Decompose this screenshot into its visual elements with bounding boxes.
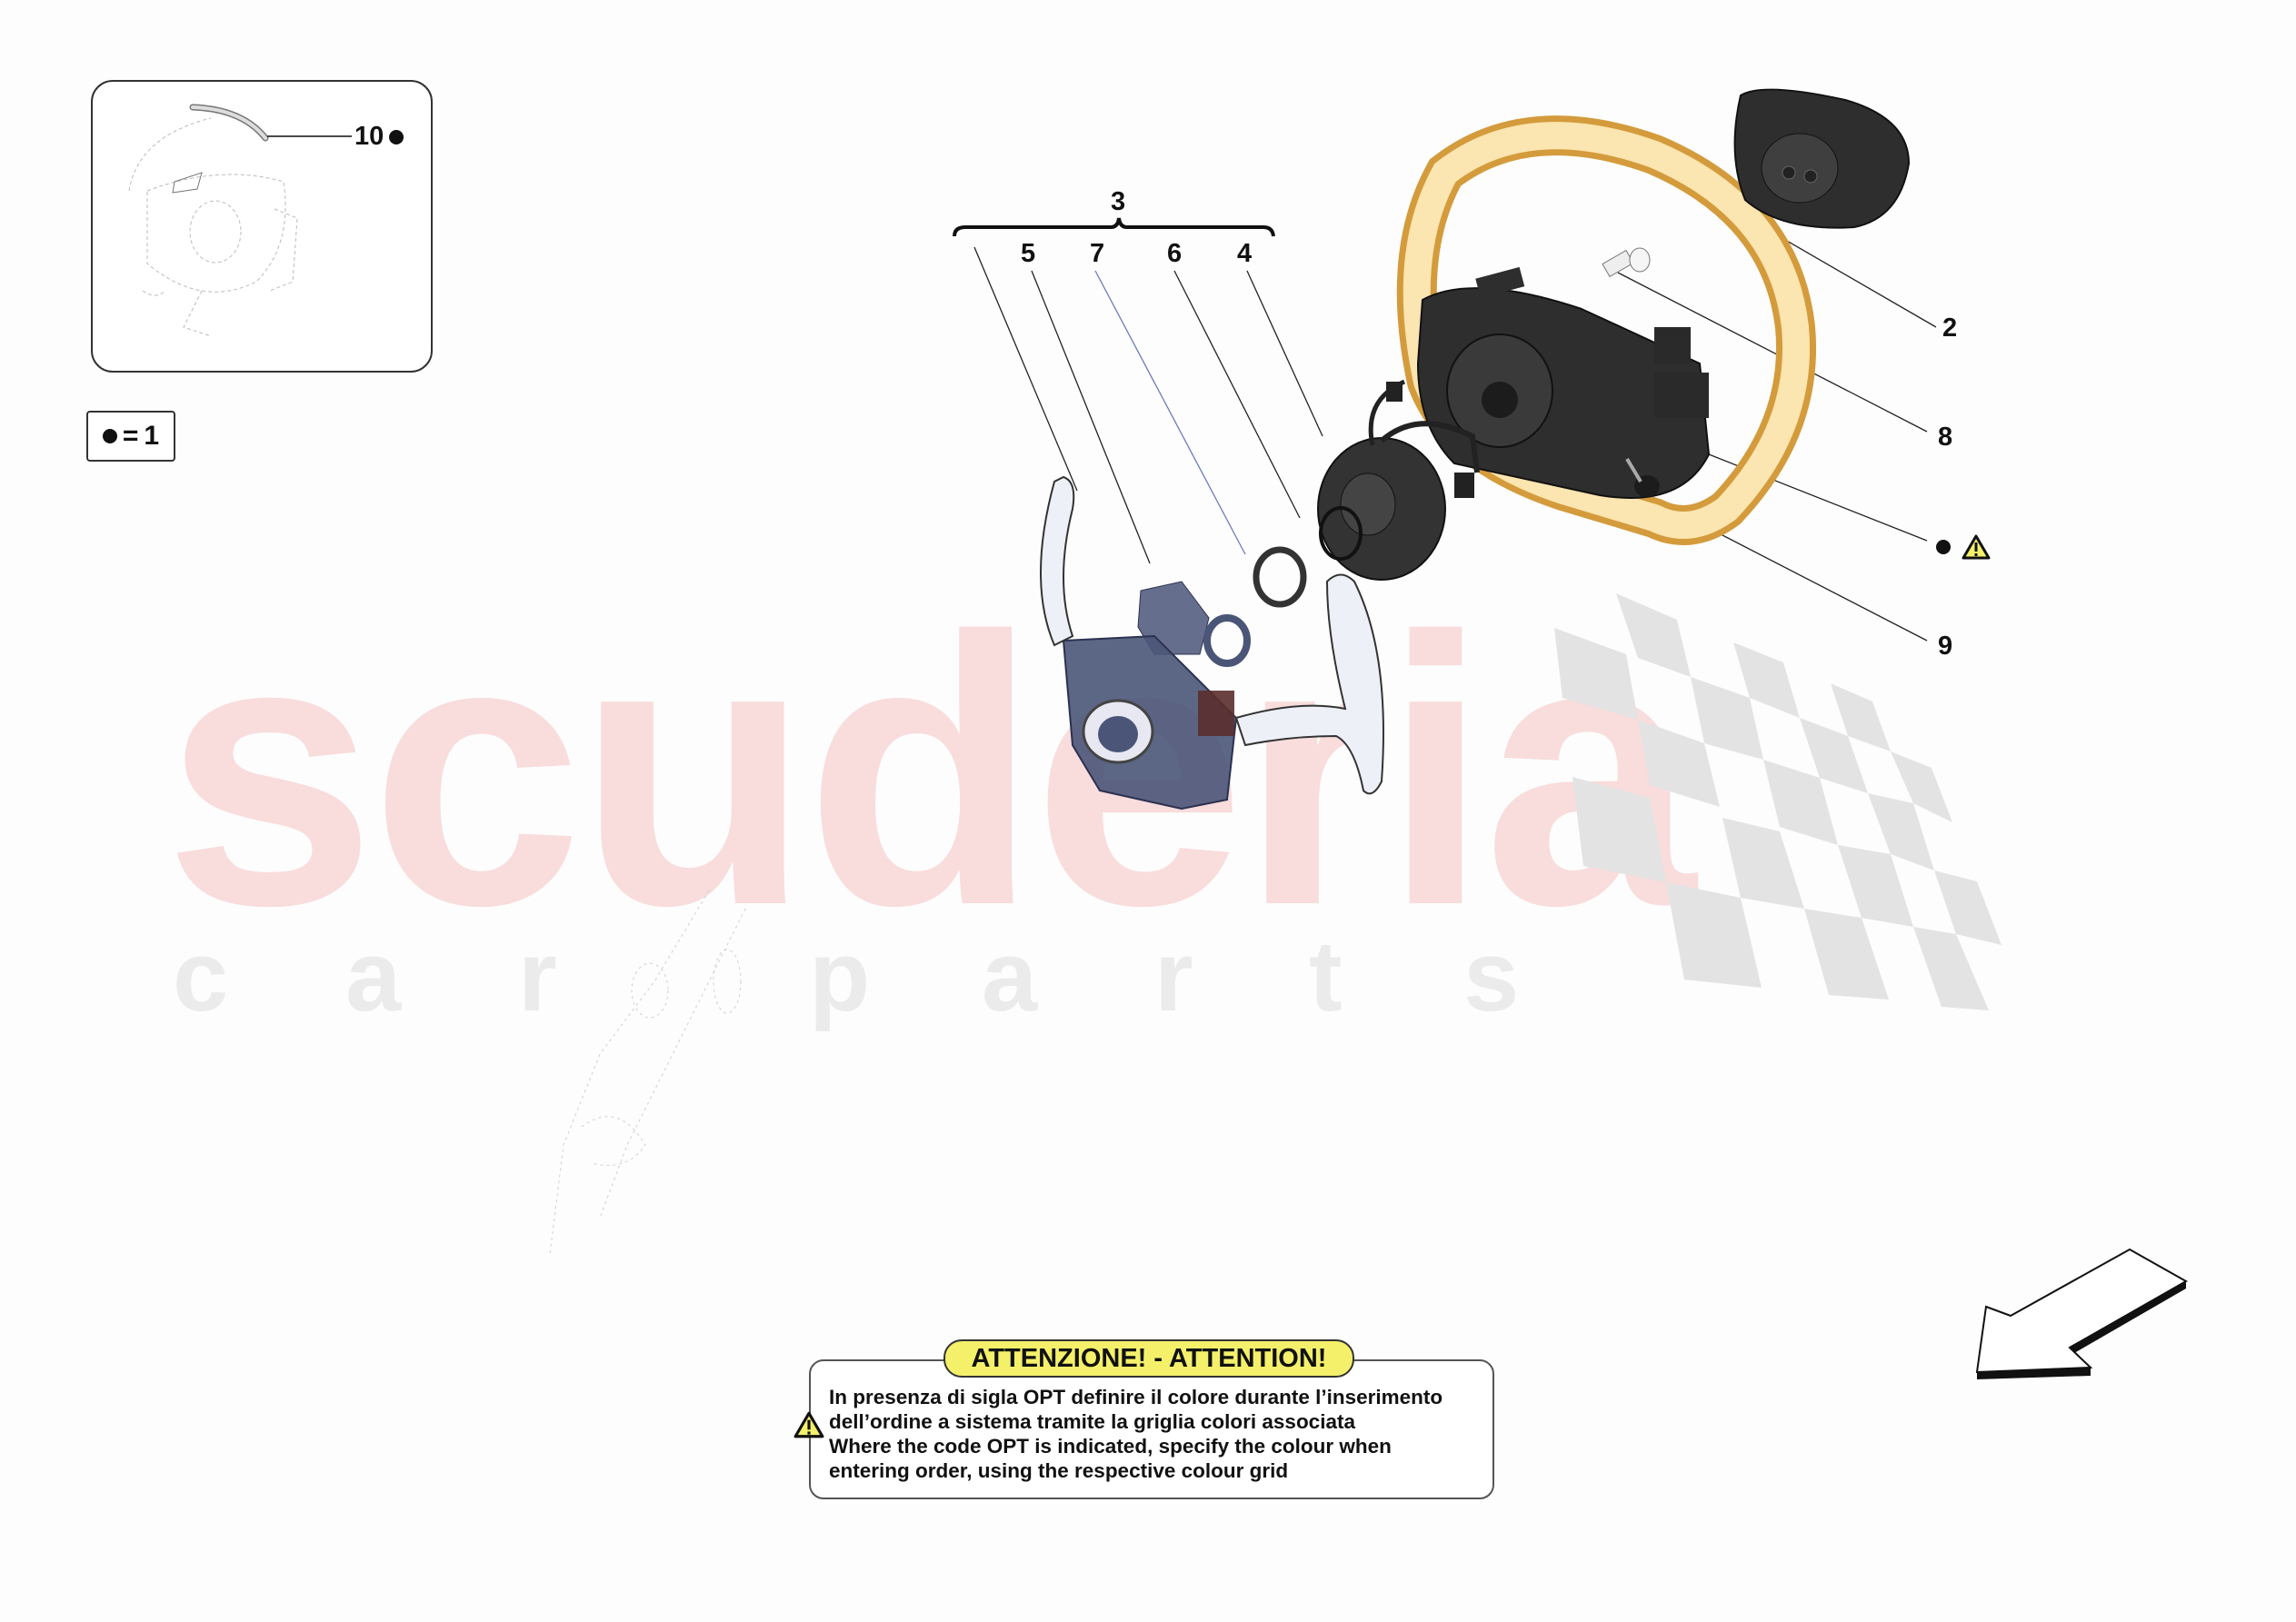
ring-seal (1319, 506, 1363, 561)
watermark-scuderia: scuderia (164, 559, 1696, 985)
quantity-dot-icon (1936, 540, 1951, 554)
watermark-letter: a (345, 920, 402, 1032)
watermark-letter: p (809, 920, 871, 1032)
clock-spring (1317, 379, 1480, 581)
callout-4: 4 (1237, 239, 1253, 268)
attention-line: Where the code OPT is indicated, specify… (829, 1435, 1392, 1458)
legend-value: 1 (144, 421, 160, 451)
quantity-dot-icon (102, 429, 117, 443)
callout-9: 9 (1938, 632, 1953, 661)
callout-8: 8 (1938, 423, 1953, 452)
watermark-letter: a (982, 920, 1038, 1032)
watermark-letter: c (173, 920, 229, 1032)
screw-part (1602, 247, 1651, 278)
warning-triangle-icon (1962, 534, 1991, 560)
quantity-legend: = 1 (86, 411, 175, 462)
attention-line: entering order, using the respective col… (829, 1459, 1289, 1482)
airbag-module (1733, 88, 1911, 229)
callout-10: 10 (354, 124, 404, 150)
callout-2: 2 (1942, 313, 1958, 343)
callout-steering-wheel (1936, 534, 1991, 560)
steering-wheel (1396, 115, 1817, 545)
callout-label: 10 (354, 122, 384, 151)
checkered-flag-watermark (1554, 593, 2002, 1010)
attention-title: ATTENZIONE! - ATTENTION! (943, 1339, 1354, 1378)
warning-triangle-icon (794, 1411, 824, 1438)
watermark-letter: s (1463, 920, 1520, 1032)
steering-wheel-sketch-icon (128, 104, 352, 337)
callout-group-3: 3 (1111, 187, 1126, 216)
attention-line: In presenza di sigla OPT definire il col… (829, 1386, 1443, 1408)
watermark-letter: t (1309, 920, 1343, 1032)
direction-arrow-icon (1975, 1248, 2189, 1379)
inset-location-view: 10 (91, 80, 433, 373)
sensor-module (1137, 581, 1251, 667)
legend-equals: = (122, 421, 139, 451)
callout-7: 7 (1090, 239, 1105, 268)
attention-line: dell’ordine a sistema tramite la griglia… (829, 1410, 1355, 1433)
watermark-letter: r (518, 920, 557, 1032)
ring-plate (1253, 546, 1307, 608)
watermark-letter: r (1154, 920, 1193, 1032)
attention-text: In presenza di sigla OPT definire il col… (829, 1385, 1442, 1483)
callout-6: 6 (1167, 239, 1183, 268)
quantity-dot-icon (389, 129, 404, 144)
steering-column-sketch (549, 890, 746, 1255)
steering-column-switch (1040, 475, 1384, 811)
callout-5: 5 (1021, 239, 1036, 268)
